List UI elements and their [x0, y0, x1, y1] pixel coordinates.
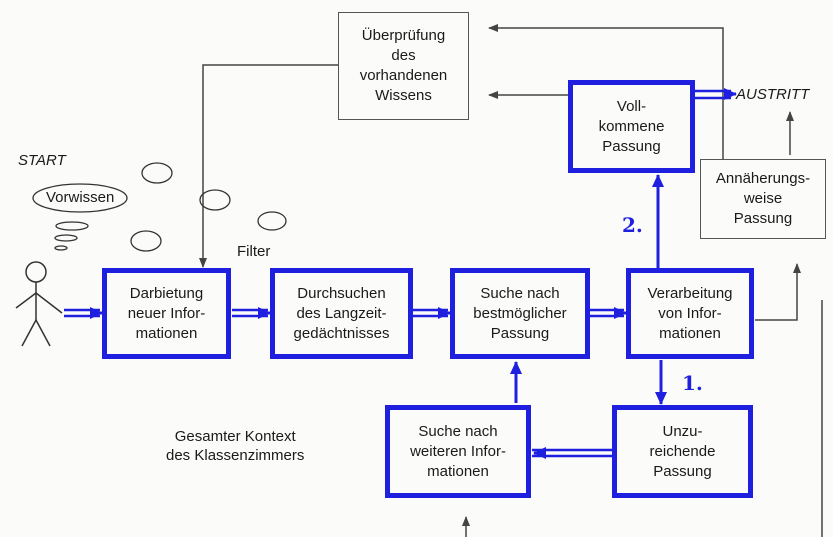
- box-verarbeitung: Verarbeitung von Infor- mationen: [626, 268, 754, 359]
- kontext-label: Gesamter Kontext des Klassenzimmers: [166, 428, 305, 464]
- arrow-unzu-to-weitere: [532, 448, 614, 458]
- box-darbietung: Darbietung neuer Infor- mationen: [102, 268, 231, 359]
- thought-bubble: [130, 230, 162, 252]
- arrow-voll-to-austritt: [695, 89, 731, 100]
- thought-bubble: [141, 162, 173, 184]
- box-annaeherung: Annäherungs- weise Passung: [700, 159, 826, 239]
- arrow-feedback-to-darbietung: [199, 64, 338, 268]
- arrow-durchsuchen-to-suche: [413, 308, 448, 318]
- thought-bubble: [199, 189, 231, 211]
- box-unzureichende: Unzu- reichende Passung: [612, 405, 753, 498]
- start-label: START: [18, 152, 66, 169]
- thought-bubble: [55, 221, 89, 231]
- thought-bubble: [257, 211, 287, 231]
- arrow-suche-to-verarbeitung: [590, 308, 624, 318]
- thought-bubble: [54, 234, 78, 242]
- austritt-label: AUSTRITT: [736, 86, 810, 103]
- stick-figure-icon: [15, 261, 63, 347]
- arrow-verarbeitung-to-annaeherung: [755, 263, 801, 321]
- box-vollkommene: Voll- kommene Passung: [568, 80, 695, 173]
- vorwissen-label: Vorwissen: [46, 189, 115, 206]
- box-suche-weitere: Suche nach weiteren Infor- mationen: [385, 405, 531, 498]
- box-suche-bestmoeglich: Suche nach bestmöglicher Passung: [450, 268, 590, 359]
- arrow-figure-to-darbietung: [64, 308, 100, 318]
- bubble-vorwissen: [32, 183, 128, 213]
- filter-label: Filter: [237, 243, 271, 260]
- thought-bubble: [54, 245, 68, 251]
- arrow-darbietung-to-durchsuchen: [232, 308, 268, 318]
- step-2-label: 2.: [622, 213, 643, 237]
- box-durchsuchen: Durchsuchen des Langzeit- gedächtnisses: [270, 268, 413, 359]
- arrow-top-return: [488, 24, 724, 160]
- step-1-label: 1.: [682, 371, 703, 395]
- box-ueberpruefung: Überprüfung des vorhandenen Wissens: [338, 12, 469, 120]
